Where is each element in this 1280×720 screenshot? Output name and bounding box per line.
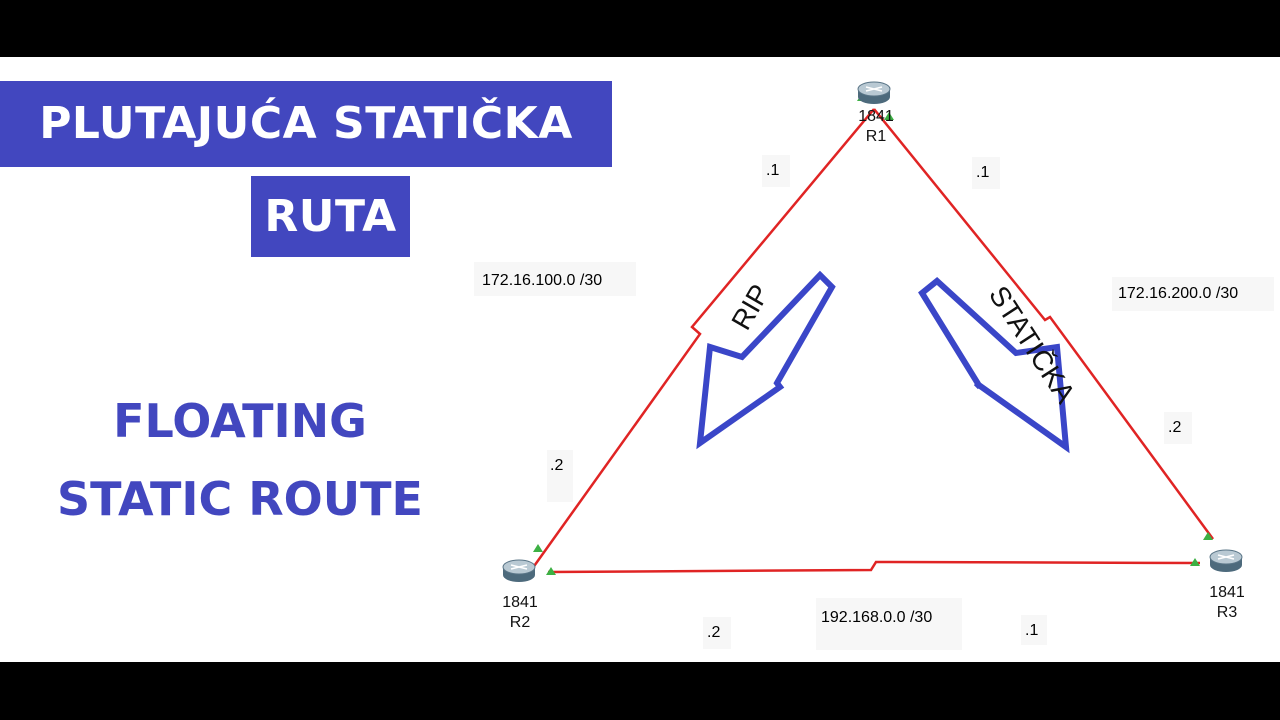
- port-r3-left: [1190, 558, 1200, 566]
- if-box-6: [1021, 615, 1047, 645]
- router-r2-name: R2: [510, 614, 531, 631]
- if-r2-to-r1: .2: [550, 457, 563, 474]
- if-r3-to-r2: .1: [1025, 622, 1038, 639]
- if-box-4: [1164, 412, 1192, 444]
- port-indicators: [533, 93, 1213, 575]
- link-r2-r3: [547, 560, 1201, 574]
- router-icon: [857, 81, 891, 104]
- router-icon: [502, 559, 536, 582]
- net-r1-r2-label: 172.16.100.0 /30: [482, 272, 602, 289]
- port-r3-top: [1203, 532, 1213, 540]
- router-r3-model: 1841: [1209, 584, 1245, 601]
- network-topology: 1841 R1 1841 R2 1841 R3 172.: [474, 81, 1274, 650]
- net-r2-r3-label: 192.168.0.0 /30: [821, 609, 932, 626]
- router-r1-model: 1841: [858, 108, 894, 125]
- port-r2-top: [533, 544, 543, 552]
- router-r3-name: R3: [1217, 604, 1238, 621]
- arrow-down-icon: [696, 270, 836, 450]
- subtitle-line-2: STATIC ROUTE: [57, 472, 423, 526]
- diagram-canvas: PLUTAJUĆA STATIČKA RUTA FLOATING STATIC …: [0, 57, 1280, 662]
- if-box-3: [547, 450, 573, 502]
- subtitle-line-1: FLOATING: [113, 394, 367, 448]
- port-r1-right: [884, 112, 894, 120]
- arrow-down-icon: [918, 277, 1070, 454]
- router-icon: [1209, 549, 1243, 572]
- port-r2-right: [546, 567, 556, 575]
- if-r1-to-r3: .1: [976, 164, 989, 181]
- router-r2-model: 1841: [502, 594, 538, 611]
- if-box-1: [762, 155, 790, 187]
- router-r2[interactable]: 1841 R2: [502, 559, 538, 631]
- net-r1-r2-box: [474, 262, 636, 296]
- if-r2-to-r3: .2: [707, 624, 720, 641]
- link-r1-r3: [873, 108, 1215, 540]
- title-line-1: PLUTAJUĆA STATIČKA: [0, 81, 612, 167]
- net-r2-r3-box: [816, 598, 962, 650]
- if-r1-to-r2: .1: [766, 162, 779, 179]
- router-r3[interactable]: 1841 R3: [1209, 549, 1245, 621]
- net-r1-r3-label: 172.16.200.0 /30: [1118, 285, 1238, 302]
- net-r1-r3-box: [1112, 277, 1274, 311]
- if-box-5: [703, 617, 731, 649]
- if-r3-to-r1: .2: [1168, 419, 1181, 436]
- title-line-2: RUTA: [251, 176, 410, 257]
- router-r1-name: R1: [866, 128, 887, 145]
- router-r1[interactable]: 1841 R1: [857, 81, 894, 145]
- if-box-2: [972, 157, 1000, 189]
- link-r1-r2: [530, 108, 875, 570]
